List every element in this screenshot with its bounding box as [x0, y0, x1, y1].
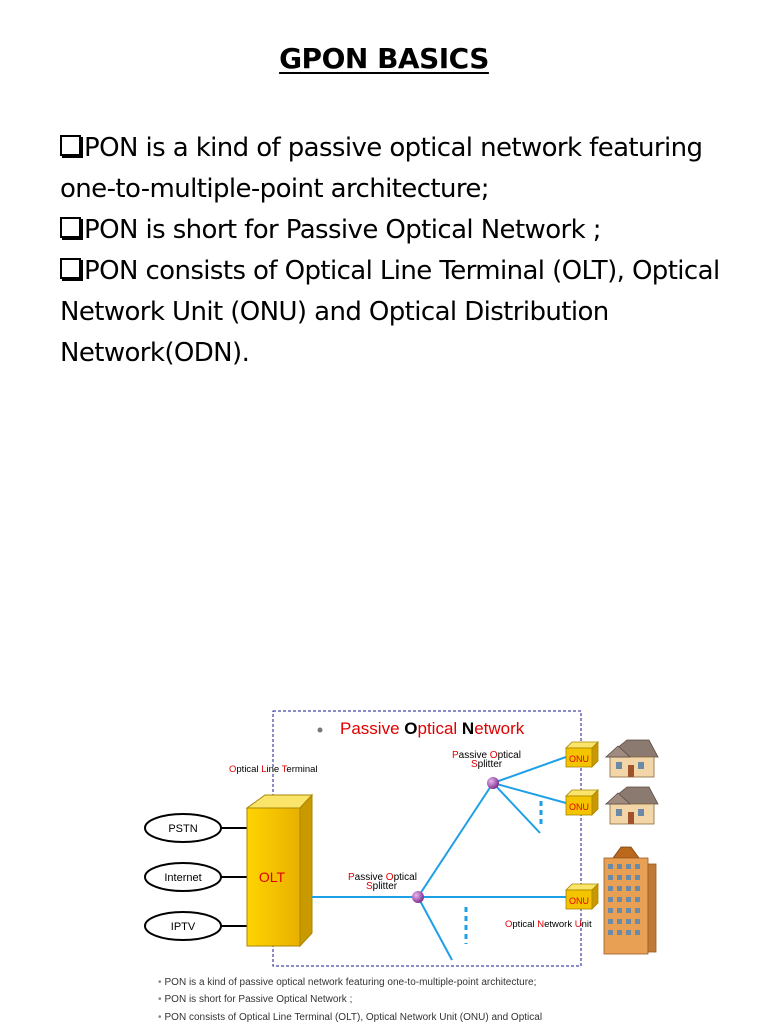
service-internet: Internet [144, 862, 247, 892]
onu-box-3: ONU [565, 883, 599, 910]
onu-box-label: ONU [569, 896, 589, 906]
label-part: P [452, 750, 459, 761]
checkbox-bullet-icon [60, 258, 81, 279]
label-part: plitter [373, 881, 398, 892]
onu-box-label: ONU [569, 802, 589, 812]
diagram-heading: Passive Optical Network [340, 719, 525, 738]
olt-label-part: ptical [236, 764, 261, 775]
label-part: ptical [498, 750, 521, 761]
olt-label-part: erminal [286, 764, 317, 775]
onu-label-part: etwork [544, 919, 575, 930]
heading-part: Passive [340, 719, 404, 738]
checkbox-bullet-icon [60, 135, 81, 156]
splitter-mid-label: Passive Optical Splitter [348, 872, 420, 892]
checkbox-bullet-icon [60, 217, 81, 238]
heading-part: ptical [417, 719, 461, 738]
label-part: P [348, 872, 355, 883]
olt-label-part: ine [267, 764, 282, 775]
bullet-text: PON consists of Optical Line Terminal (O… [60, 256, 720, 368]
bullet-text: PON is a kind of passive optical network… [60, 133, 703, 204]
house-icon [604, 739, 659, 778]
bullet-item: PON is short for Passive Optical Network… [60, 210, 750, 251]
pon-diagram: Passive Optical Network Optical Line Ter… [144, 710, 659, 967]
fiber-lines [312, 756, 574, 961]
house-icon [604, 786, 659, 825]
diagram-dashed-border [272, 710, 582, 967]
olt-label-part: L [261, 764, 266, 775]
service-label: Internet [164, 872, 201, 884]
onu-label-part: O [505, 919, 512, 930]
onu-box-label: ONU [569, 754, 589, 764]
service-pstn: PSTN [144, 813, 247, 843]
splitter-node-top [487, 777, 499, 789]
bullet-item: PON consists of Optical Line Terminal (O… [60, 251, 750, 374]
splitter-node-mid [412, 891, 424, 903]
bullet-list: PON is a kind of passive optical network… [60, 128, 750, 374]
service-label: IPTV [171, 921, 196, 933]
label-part: O [386, 872, 394, 883]
onu-label-part: U [575, 919, 582, 930]
onu-label-part: nit [582, 919, 592, 930]
heading-part: O [404, 719, 417, 738]
onu-label-part: N [537, 919, 544, 930]
splitter-top-label: Passive Optical Splitter [452, 750, 524, 770]
label-part: S [471, 759, 478, 770]
onu-label-part: ptical [512, 919, 537, 930]
footnote-line: PON consists of Optical Line Terminal (O… [158, 1012, 543, 1023]
olt-label: Optical Line Terminal [229, 764, 318, 775]
footnote-line: PON is short for Passive Optical Network… [158, 994, 353, 1005]
label-part: assive [459, 750, 490, 761]
service-label: PSTN [168, 823, 197, 835]
heading-part: etwork [474, 719, 525, 738]
page-title: GPON BASICS [0, 42, 768, 75]
olt-label-part: O [229, 764, 236, 775]
bullet-item: PON is a kind of passive optical network… [60, 128, 750, 210]
olt-box-label: OLT [259, 869, 286, 885]
diagram-heading-bullet [317, 727, 323, 733]
page-title-text: GPON BASICS [279, 42, 489, 75]
label-part: S [366, 881, 373, 892]
bullet-text: PON is short for Passive Optical Network… [84, 215, 601, 245]
building-icon [603, 846, 657, 955]
label-part: assive [355, 872, 386, 883]
olt-label-part: T [282, 764, 288, 775]
olt-box: OLT [245, 793, 314, 948]
label-part: ptical [394, 872, 417, 883]
heading-part: N [462, 719, 474, 738]
onu-box-1: ONU [565, 741, 599, 768]
onu-label: Optical Network Unit [505, 919, 592, 930]
label-part: plitter [478, 759, 503, 770]
onu-box-2: ONU [565, 789, 599, 816]
footnote-line: PON is a kind of passive optical network… [158, 977, 537, 988]
service-iptv: IPTV [144, 911, 247, 941]
label-part: O [490, 750, 498, 761]
